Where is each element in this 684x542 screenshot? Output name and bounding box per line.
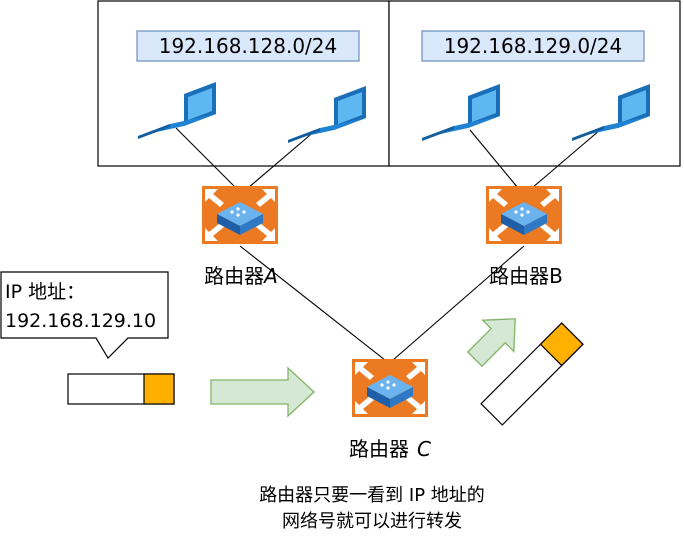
caption: 路由器只要一看到 IP 地址的 网络号就可以进行转发 [0,483,684,535]
caption-line-2: 网络号就可以进行转发 [282,511,462,532]
forward-arrow-icon [210,366,315,418]
ip-callout-bubble [0,271,169,359]
packet-icon [480,322,584,426]
router-icon [486,186,562,244]
caption-line-1: 路由器只要一看到 IP 地址的 [259,485,485,506]
callout-line-1: IP 地址： [5,281,85,303]
router-b-label: 路由器B [489,264,563,288]
router-icon [202,186,278,244]
network-label-left: 192.168.128.0/24 [159,34,338,58]
packet-icon [67,373,175,405]
network-label-right-box [421,30,645,62]
network-label-right: 192.168.129.0/24 [444,34,623,58]
callout-line-2: 192.168.129.10 [5,310,156,332]
network-box-right [388,0,681,167]
forward-arrow-icon [466,318,516,368]
network-box-left [97,0,390,167]
router-a-label: 路由器A [204,264,278,288]
network-label-left-box [136,30,360,62]
connection-lines [175,127,601,361]
router-icon [352,359,428,417]
